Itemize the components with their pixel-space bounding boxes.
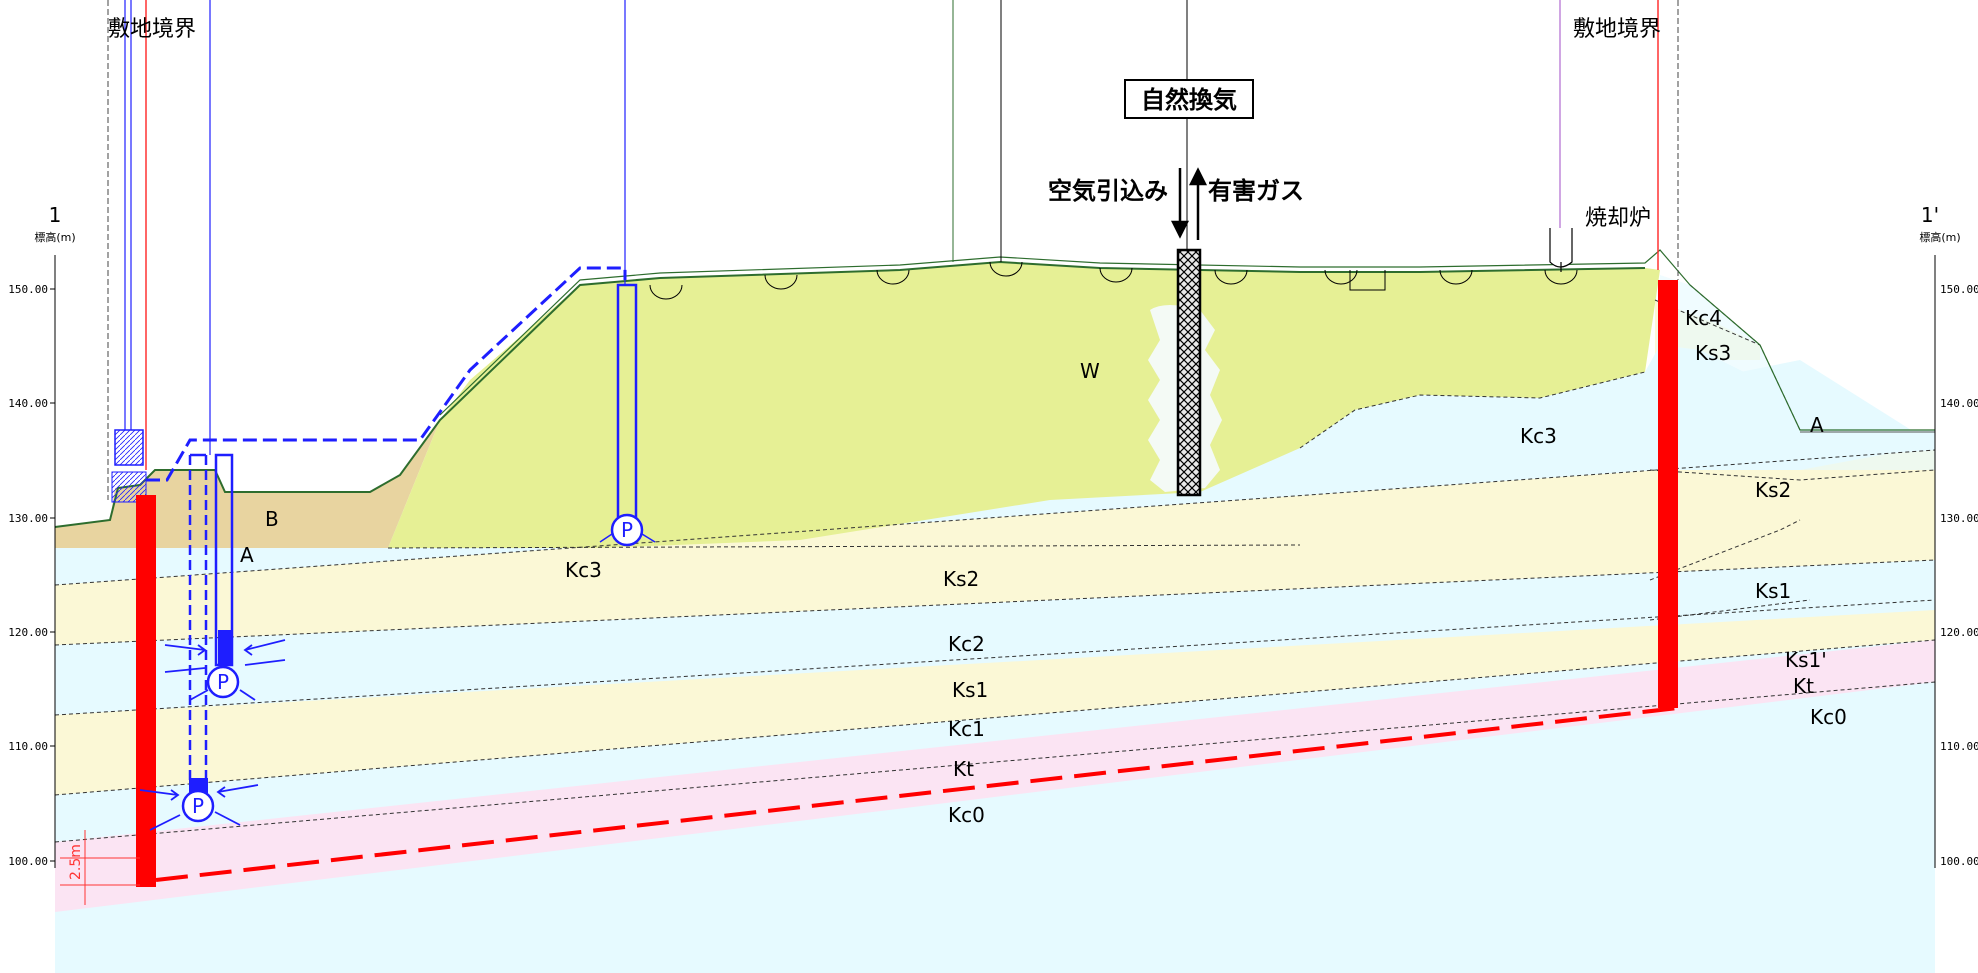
depth-marker	[60, 830, 140, 905]
svg-text:標高(m): 標高(m)	[1919, 230, 1960, 244]
layer-label: Ks1'	[1785, 648, 1827, 672]
layer-ks2	[55, 450, 1935, 645]
svg-text:140.00: 140.00	[8, 397, 48, 410]
depth-label: 2.5m	[68, 844, 84, 880]
layer-kt	[55, 636, 1935, 912]
pump-icon: P	[206, 665, 240, 699]
svg-text:100.00: 100.00	[8, 855, 48, 868]
elevation-axis-left: 1 標高(m) 150.00 140.00 130.00 120.00 110.…	[8, 203, 76, 868]
svg-text:P: P	[192, 794, 204, 818]
svg-text:標高(m): 標高(m)	[34, 230, 75, 244]
layer-label: Kt	[1793, 674, 1814, 698]
layer-ks1	[55, 600, 1935, 795]
layer-kc2	[55, 560, 1935, 715]
site-boundary-lines	[107, 0, 1679, 500]
incinerator-icon	[1549, 228, 1573, 272]
elevation-axis-right: 1' 標高(m) 150.00 140.00 130.00 120.00 110…	[1919, 203, 1978, 868]
air-intake-label: 空気引込み	[1048, 177, 1168, 205]
soil-layers	[55, 262, 1935, 973]
pump-icon: P	[610, 513, 644, 547]
svg-text:P: P	[217, 670, 229, 694]
ventilation-column	[1148, 248, 1222, 497]
natural-ventilation-label: 自然換気	[1141, 86, 1237, 114]
cutoff-wall-right	[1658, 280, 1678, 708]
svg-text:140.00: 140.00	[1940, 397, 1978, 410]
site-boundary-label-right: 敷地境界	[1573, 17, 1661, 42]
svg-text:150.00: 150.00	[1940, 283, 1978, 296]
toxic-gas-label: 有害ガス	[1208, 177, 1304, 205]
svg-text:130.00: 130.00	[8, 512, 48, 525]
structure-box-upper	[114, 429, 144, 466]
layer-label: Ks2	[1755, 478, 1791, 502]
svg-text:100.00: 100.00	[1940, 855, 1978, 868]
layer-label: Kc0	[948, 803, 985, 827]
layer-label: A	[240, 543, 254, 567]
svg-text:120.00: 120.00	[1940, 626, 1978, 639]
cutoff-wall-left	[136, 495, 156, 887]
svg-text:150.00: 150.00	[8, 283, 48, 296]
cutoff-base-line	[155, 706, 1679, 882]
pump-icon: P	[181, 789, 215, 823]
inflow-arrows	[139, 639, 286, 831]
site-boundary-label-left: 敷地境界	[108, 17, 196, 42]
svg-text:1: 1	[49, 203, 62, 227]
layer-label: A	[1810, 413, 1824, 437]
layer-label: Kc2	[948, 632, 985, 656]
layer-label: Ks1	[952, 678, 988, 702]
svg-text:110.00: 110.00	[8, 740, 48, 753]
layer-label: Ks1	[1755, 579, 1791, 603]
incinerator-label: 焼却炉	[1585, 206, 1651, 231]
svg-text:130.00: 130.00	[1940, 512, 1978, 525]
layer-waste	[388, 262, 1660, 548]
svg-text:110.00: 110.00	[1940, 740, 1978, 753]
svg-text:P: P	[621, 518, 633, 542]
layer-label: W	[1080, 359, 1100, 383]
layer-label: Kc3	[565, 558, 602, 582]
svg-text:1': 1'	[1921, 203, 1939, 227]
layer-label: Kt	[953, 757, 974, 781]
layer-label: Kc1	[948, 717, 985, 741]
layer-label: Kc4	[1685, 306, 1722, 330]
layer-label: Kc0	[1810, 705, 1847, 729]
svg-text:120.00: 120.00	[8, 626, 48, 639]
layer-right-hill	[1650, 275, 1935, 470]
layer-label: Ks2	[943, 567, 979, 591]
layer-label: Kc3	[1520, 424, 1557, 448]
layer-label: B	[265, 507, 279, 531]
layer-label: Ks3	[1695, 341, 1731, 365]
structure-box-lower	[111, 471, 147, 503]
air-flow-arrows	[1170, 167, 1208, 240]
layer-boundaries	[54, 284, 1936, 843]
